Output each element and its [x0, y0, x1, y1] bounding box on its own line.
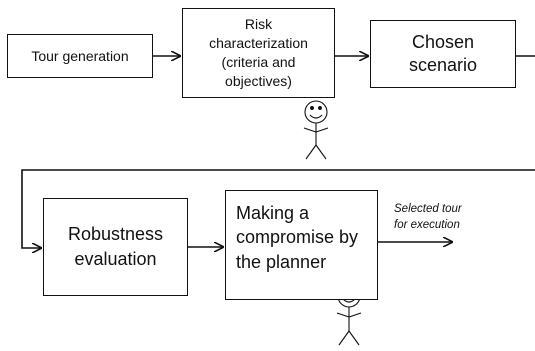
- return-connector: [21, 169, 535, 248]
- risk-label-line-4: objectives): [225, 72, 292, 89]
- risk-label-line-3: (criteria and: [221, 54, 296, 70]
- robustness-evaluation-box: Robustness evaluation: [43, 198, 188, 296]
- compromise-label: Making a compromise by the planner: [236, 203, 359, 272]
- risk-label-line-1: Risk: [244, 16, 273, 33]
- risk-characterization-box: Risk characterization (criteria and obje…: [182, 8, 335, 98]
- tour-generation-label: Tour generation: [31, 48, 129, 64]
- smiley-stick-figure-icon: [303, 100, 329, 160]
- scenario-label-line-1: Chosen: [411, 31, 475, 52]
- selected-tour-annotation: Selected tour for execution: [394, 203, 462, 231]
- compromise-box: Making a compromise by the planner: [225, 190, 378, 300]
- robustness-label-line-1: Robustness: [67, 223, 164, 244]
- scenario-label-line-2: scenario: [408, 55, 478, 75]
- tour-generation-box: Tour generation: [7, 34, 153, 78]
- robustness-label-line-2: evaluation: [74, 249, 157, 269]
- chosen-scenario-box: Chosen scenario: [370, 20, 516, 88]
- risk-label-line-2: characterization: [209, 35, 308, 52]
